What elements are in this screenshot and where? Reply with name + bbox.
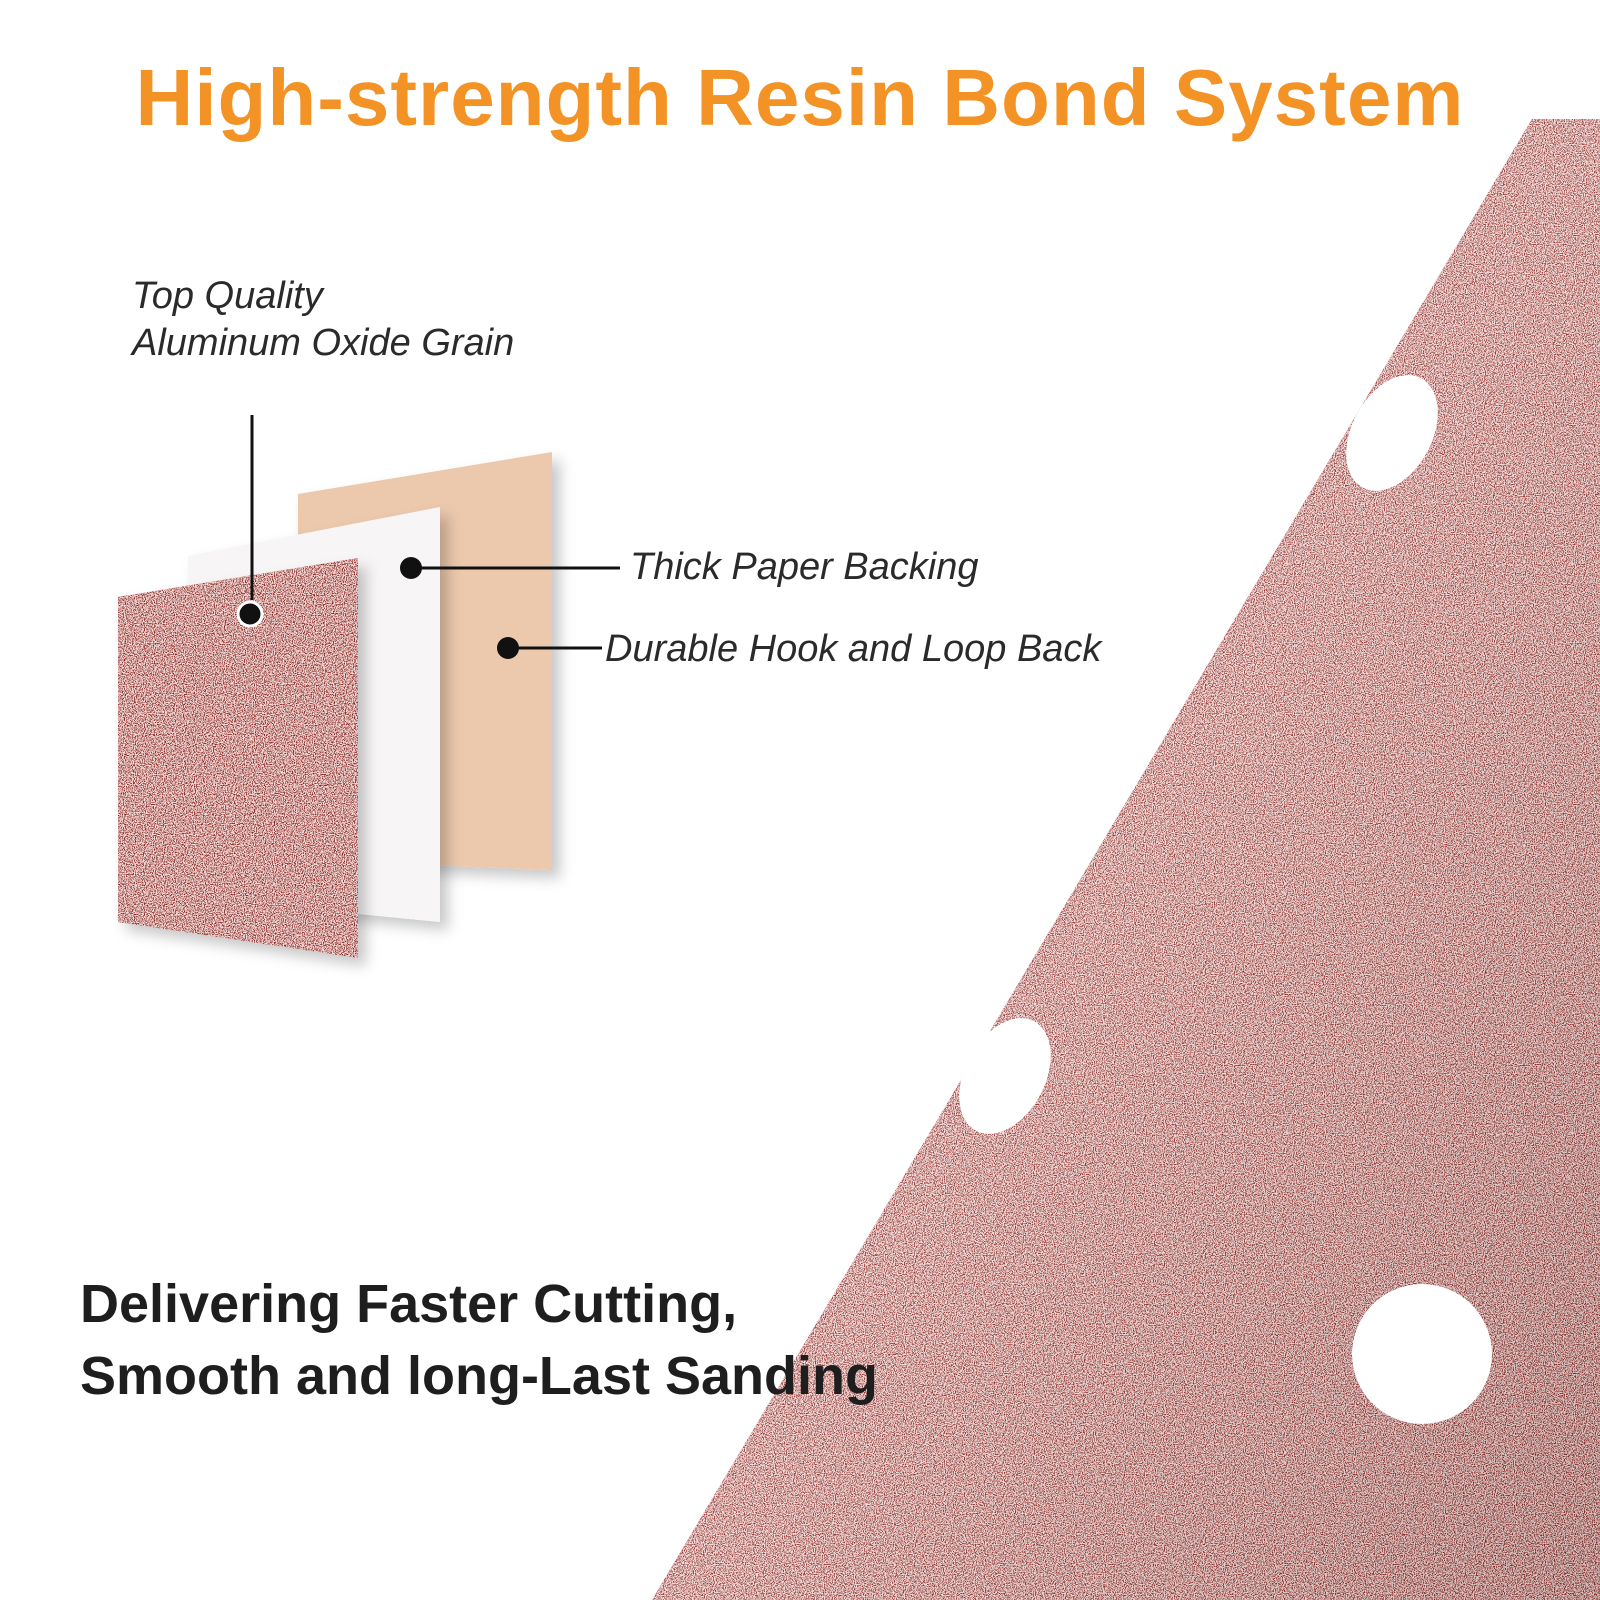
callout-dots [236, 557, 519, 659]
hook-loop-dot [497, 637, 519, 659]
grain-callout-line1: Top Quality [132, 275, 323, 317]
abrasive-grain-layer [118, 558, 358, 958]
backing-callout: Thick Paper Backing [630, 546, 979, 588]
page-title: High-strength Resin Bond System [135, 53, 1465, 142]
leader-lines [250, 415, 620, 650]
layer-stack [118, 452, 552, 958]
hook-loop-callout: Durable Hook and Loop Back [605, 628, 1102, 670]
grain-dot [236, 600, 264, 628]
backing-dot [400, 557, 422, 579]
tagline: Delivering Faster Cutting, Smooth and lo… [80, 1268, 878, 1412]
grain-callout-line2: Aluminum Oxide Grain [132, 322, 515, 364]
tagline-line1: Delivering Faster Cutting, [80, 1274, 738, 1334]
grain-callout: Top Quality Aluminum Oxide Grain [132, 273, 514, 367]
large-sanding-sheet [652, 119, 1600, 1600]
tagline-line2: Smooth and long-Last Sanding [80, 1346, 878, 1406]
